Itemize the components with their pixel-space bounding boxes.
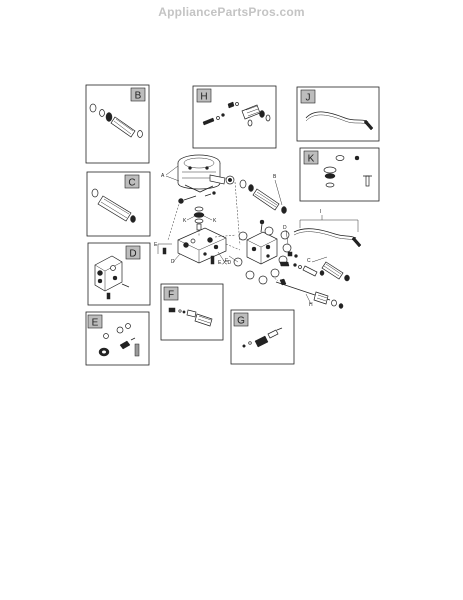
callout-c-main: C [307,258,311,264]
box-h-parts [202,101,271,127]
callout-h-main: H [309,302,313,308]
box-d-label: D [129,249,136,260]
inset-box-d[interactable]: D [87,242,151,306]
inset-box-c[interactable]: C [86,171,151,237]
outlet-hose [293,228,362,248]
watermark: AppliancePartsPros.com [158,5,305,19]
inset-box-k[interactable]: K [299,147,380,202]
callout-k-left: K [183,218,187,224]
inset-box-b[interactable]: B [85,84,150,164]
box-e-parts [98,323,140,357]
box-d-manifold [94,255,130,300]
box-c-parts [91,188,136,223]
box-b-parts [89,103,143,138]
inset-box-g[interactable]: G [230,309,295,365]
box-f-label: F [168,290,174,301]
callout-d-right: D [283,225,287,231]
bypass-tube-main [239,179,287,214]
box-j-hose [305,111,374,131]
bypass-tube-c-main [321,261,350,282]
unloader-block [246,219,278,265]
callout-i: I [320,209,321,215]
box-g-label: G [237,316,245,327]
main-pump-assembly: A K K D E E E,X,D [154,154,362,309]
inset-box-h[interactable]: H [192,85,277,149]
inset-box-j[interactable]: J [296,86,380,142]
callout-e-right: E [225,258,229,264]
box-j-label: J [306,93,311,104]
callout-k-right: K [213,218,217,224]
box-e-label: E [92,318,99,329]
box-k-parts [323,155,372,188]
pump-head [177,227,227,264]
inset-box-e[interactable]: E [85,311,150,366]
callout-a: A [161,173,165,179]
box-k-label: K [308,154,315,165]
box-f-parts [168,307,213,327]
plunger-h [275,278,344,309]
bolt-1 [183,195,197,201]
box-h-label: H [200,92,207,103]
piston-stack [193,206,205,231]
callout-exd: E,X,D [218,260,231,266]
callout-b-main: B [273,174,277,180]
box-b-label: B [135,91,142,102]
box-c-label: C [128,178,135,189]
plunger-assembly-right [279,261,325,277]
box-g-parts [242,327,283,348]
inset-box-f[interactable]: F [160,283,224,341]
numbered-callouts [233,226,292,285]
crankcase-housing [177,154,226,193]
callout-e-left: E [154,242,158,248]
